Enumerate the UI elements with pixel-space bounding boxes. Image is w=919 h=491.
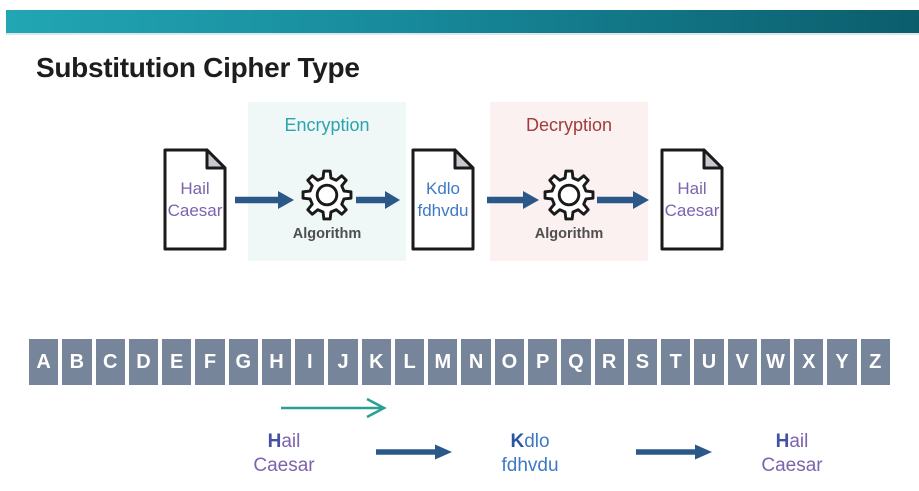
arrow-right-icon: [636, 444, 712, 460]
decryption-panel: Decryption Algorithm: [490, 102, 648, 261]
alphabet-box-L: L: [394, 339, 425, 385]
alphabet-box-N: N: [461, 339, 491, 385]
word-line2: Caesar: [253, 455, 315, 476]
document-plaintext-left: Hail Caesar: [162, 147, 228, 252]
alphabet-box-E: E: [162, 339, 192, 385]
alphabet-box-V: V: [727, 339, 757, 385]
alphabet-box-Y: Y: [827, 339, 857, 385]
alphabet-box-A: A: [29, 339, 59, 385]
document-icon: [660, 148, 724, 251]
gear-icon: [543, 169, 595, 221]
word-line2: Caesar: [761, 455, 823, 476]
document-icon: [411, 148, 475, 251]
alphabet-box-C: C: [95, 339, 125, 385]
arrow-right-icon: [235, 191, 294, 209]
word-first-letter: K: [510, 431, 525, 452]
alphabet-box-O: O: [494, 339, 524, 385]
alphabet-box-T: T: [661, 339, 691, 385]
alphabet-box-B: B: [62, 339, 92, 385]
alphabet-box-P: P: [527, 339, 558, 385]
document-icon: [163, 148, 227, 251]
top-accent-bar: [6, 10, 919, 35]
word-first-letter: H: [267, 431, 282, 452]
alphabet-box-H: H: [261, 339, 292, 385]
encryption-panel: Encryption Algorithm: [248, 102, 406, 261]
alphabet-box-I: I: [295, 339, 325, 385]
arrow-right-icon: [376, 444, 452, 460]
arrow-right-icon: [597, 191, 649, 209]
alphabet-box-M: M: [428, 339, 458, 385]
document-ciphertext: Kdlo fdhvdu: [410, 147, 476, 252]
alphabet-box-F: F: [195, 339, 225, 385]
alphabet-box-R: R: [594, 339, 624, 385]
document-text-line: Hail: [180, 178, 210, 198]
alphabet-box-D: D: [128, 339, 159, 385]
alphabet-box-U: U: [694, 339, 724, 385]
document-text-line: Kdlo: [425, 178, 461, 198]
word-rest: ail: [281, 431, 301, 452]
page-title: Substitution Cipher Type: [36, 52, 360, 83]
arrow-right-icon: [487, 191, 539, 209]
shift-arrow-icon: [281, 397, 387, 419]
alphabet-box-S: S: [627, 339, 658, 385]
alphabet-box-K: K: [361, 339, 391, 385]
word-plaintext-right: Hail Caesar: [722, 430, 862, 478]
alphabet-box-G: G: [228, 339, 258, 385]
word-ciphertext: Kdlo fdhvdu: [460, 430, 600, 478]
word-line2: fdhvdu: [501, 455, 559, 476]
document-text-line: Hail: [677, 178, 707, 198]
word-first-letter: H: [775, 431, 790, 452]
document-plaintext-right: Hail Caesar: [659, 147, 725, 252]
arrow-right-icon: [356, 191, 400, 209]
encryption-label: Encryption: [284, 115, 370, 135]
alphabet-box-X: X: [794, 339, 824, 385]
alphabet-box-Z: Z: [860, 339, 890, 385]
word-plaintext-left: Hail Caesar: [214, 430, 354, 478]
document-text-line: Caesar: [664, 200, 720, 220]
alphabet-box-W: W: [760, 339, 791, 385]
alphabet-box-J: J: [328, 339, 358, 385]
alphabet-box-Q: Q: [561, 339, 591, 385]
document-text-line: Caesar: [167, 200, 223, 220]
algorithm-label: Algorithm: [292, 226, 362, 242]
algorithm-label: Algorithm: [534, 226, 604, 242]
word-rest: dlo: [524, 431, 550, 452]
document-text-line: fdhvdu: [417, 200, 469, 220]
gear-icon: [301, 169, 353, 221]
decryption-label: Decryption: [525, 115, 613, 135]
word-rest: ail: [789, 431, 809, 452]
